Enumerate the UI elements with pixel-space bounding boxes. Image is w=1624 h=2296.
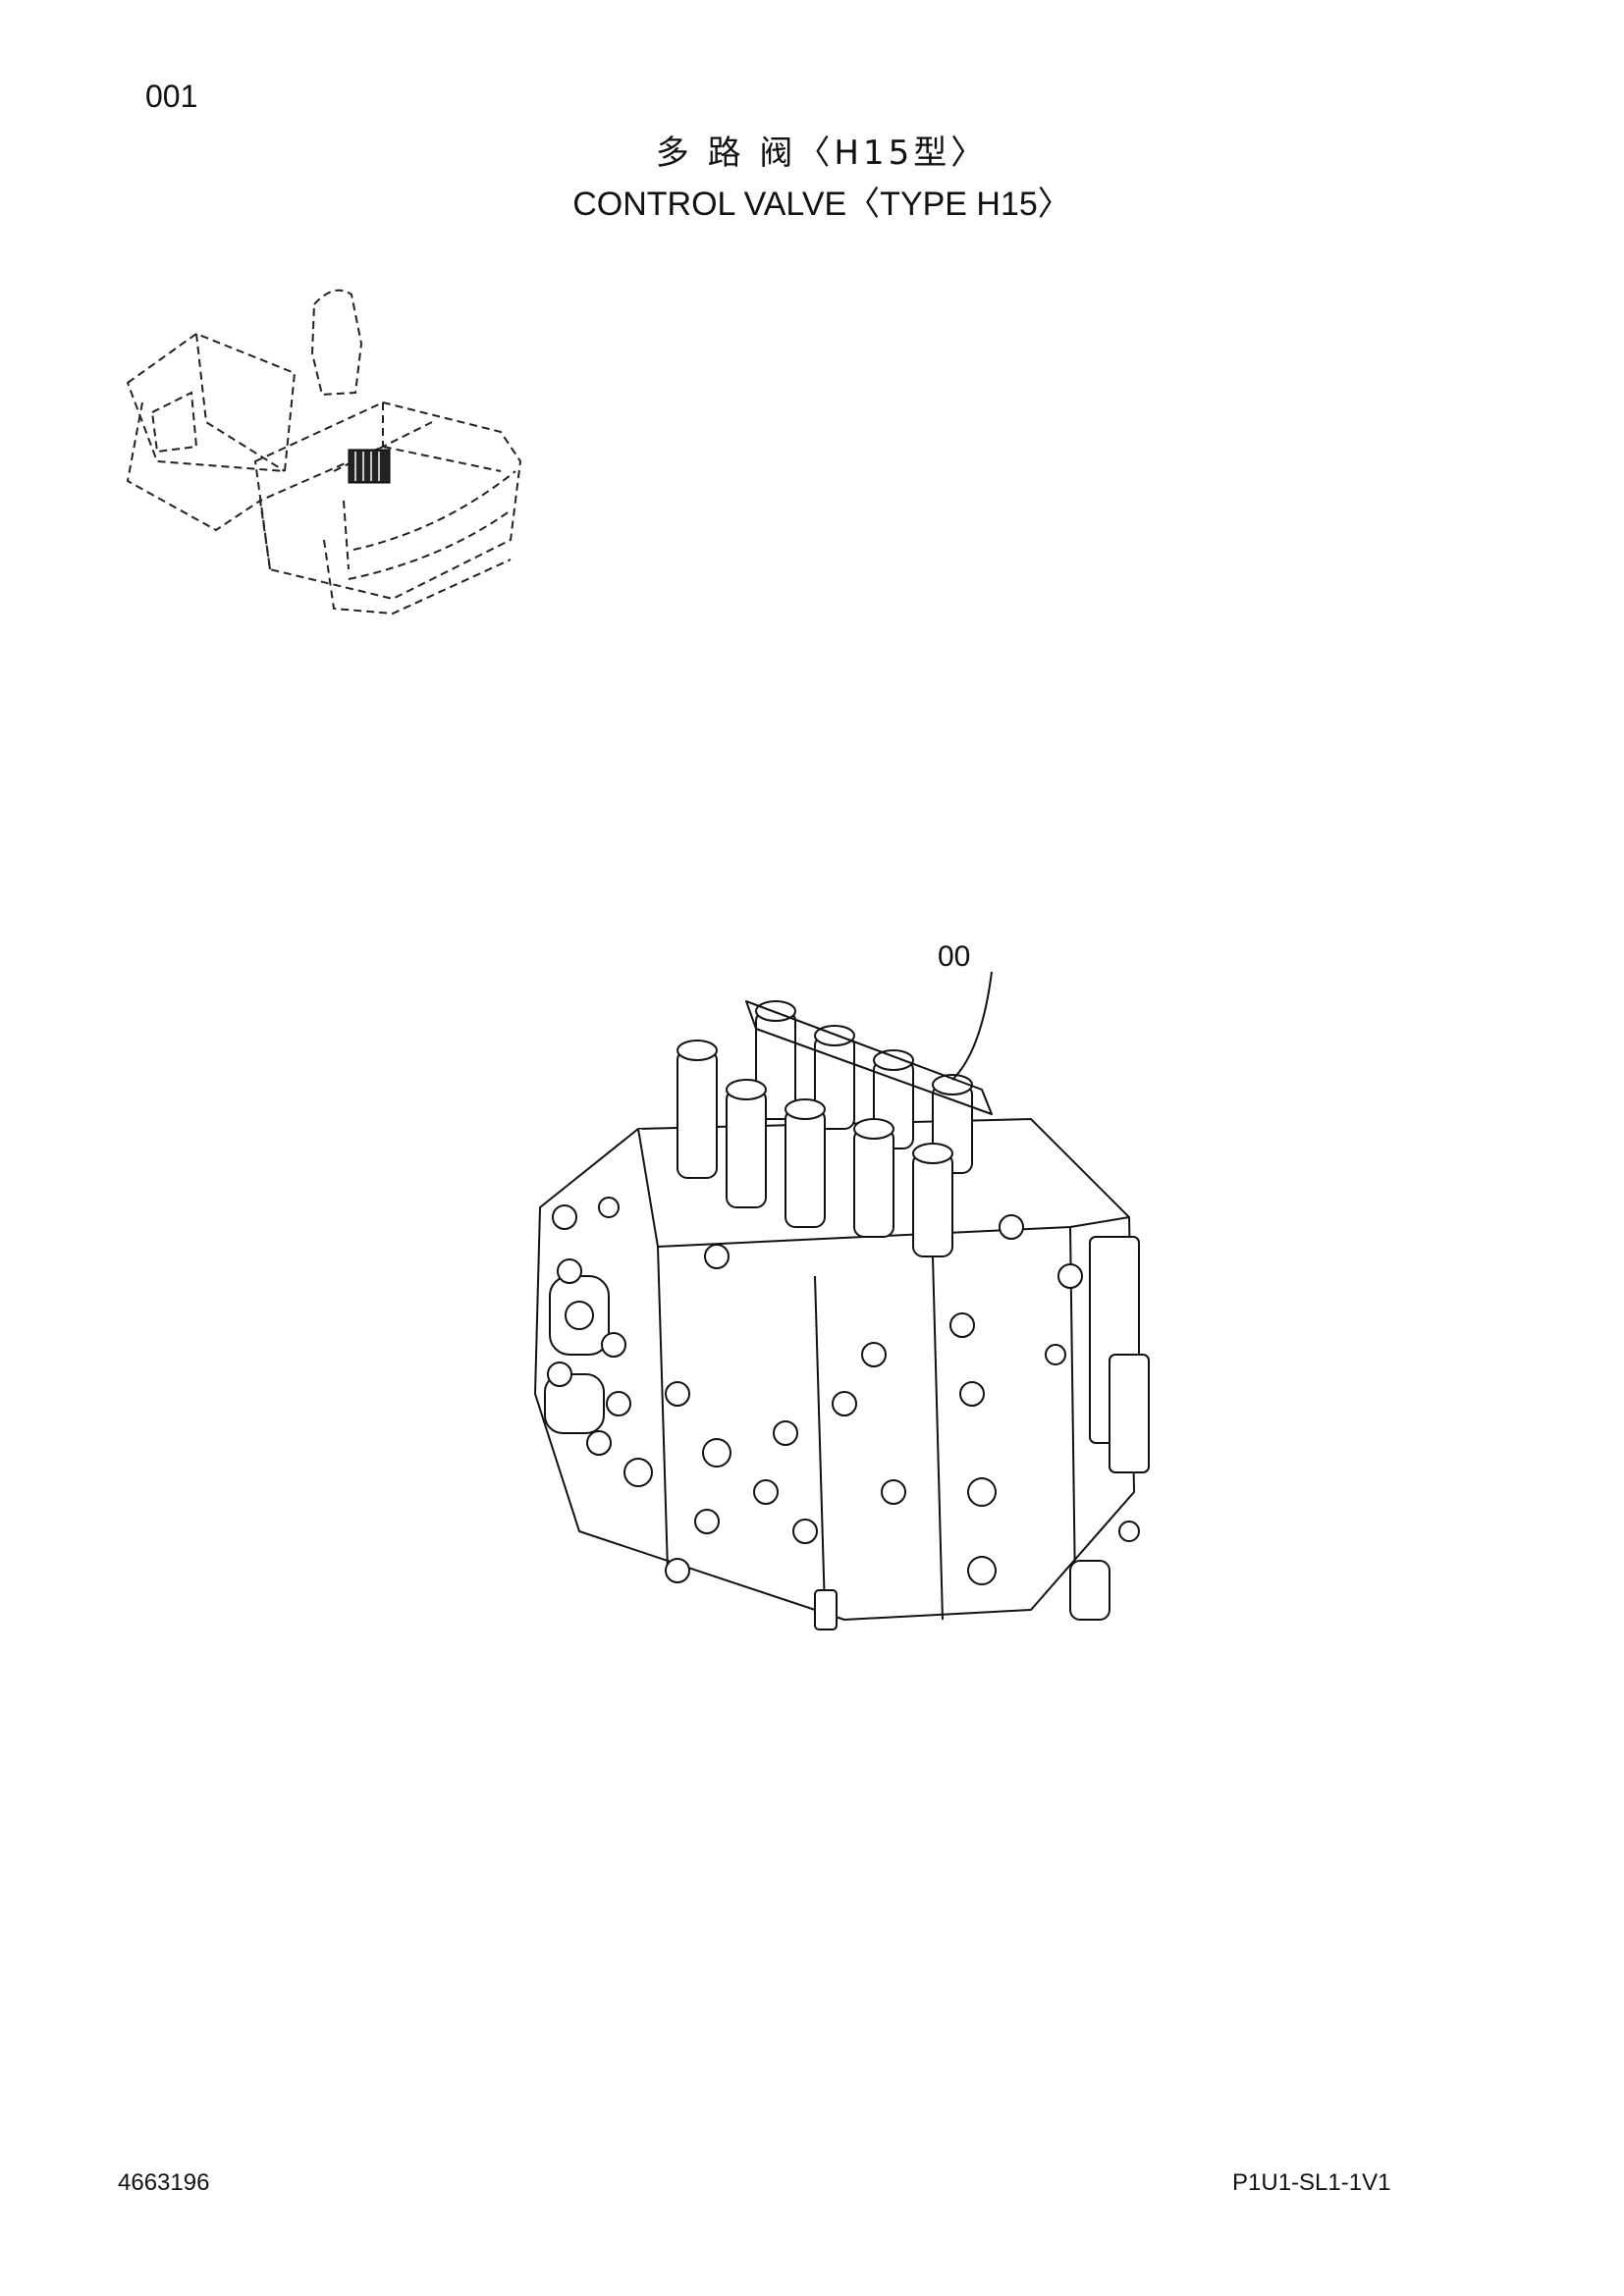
title-chinese: 多 路 阀〈H15型〉 bbox=[655, 133, 989, 173]
excavator-locator-illustration bbox=[126, 289, 522, 615]
title-english: CONTROL VALVE〈TYPE H15〉 bbox=[572, 186, 1071, 223]
page-number: 001 bbox=[145, 79, 198, 114]
callout-label: 00 bbox=[938, 940, 971, 973]
footer-part-number: 4663196 bbox=[118, 2169, 210, 2196]
valve-location-highlight bbox=[348, 449, 391, 484]
callout-leader-line bbox=[951, 971, 993, 1081]
footer-code: P1U1-SL1-1V1 bbox=[1232, 2169, 1391, 2196]
control-valve-drawing bbox=[534, 971, 1150, 1630]
